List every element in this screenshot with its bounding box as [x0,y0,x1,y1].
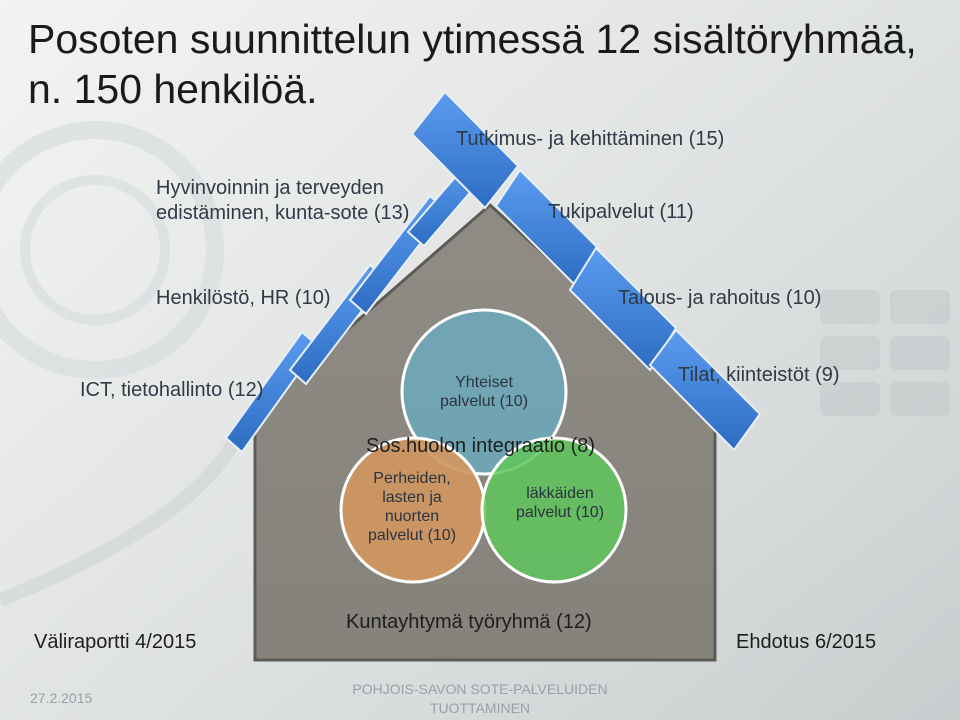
label-hyvinvointi-line-1: Hyvinvoinnin ja terveyden [156,177,384,199]
label-hyvinvointi: Hyvinvoinnin ja terveyden edistäminen, k… [156,176,409,226]
label-laakkaiden: läkkäiden palvelut (10) [500,484,620,522]
label-ehdotus: Ehdotus 6/2015 [736,631,877,653]
label-kuntayhtyma: Kuntayhtymä työryhmä (12) [346,611,592,633]
label-talous: Talous- ja rahoitus (10) [618,287,822,309]
footer-org-line-2: TUOTTAMINEN [429,700,531,716]
label-integraatio: Sos.huolon integraatio (8) [366,435,596,457]
label-laakkaiden-line-2: palvelut (10) [515,504,605,521]
page-title: Posoten suunnittelun ytimessä 12 sisältö… [28,14,928,114]
label-valiraportti: Väliraportti 4/2015 [34,631,197,653]
label-perheiden-line-1: Perheiden, [373,470,451,487]
label-laakkaiden-line-1: läkkäiden [526,485,594,502]
label-yhteiset-line-1: Yhteiset [455,374,513,391]
roof-tile-top [410,90,520,210]
label-ict: ICT, tietohallinto (12) [80,379,264,401]
label-hyvinvointi-line-2: edistäminen, kunta-sote (13) [156,202,410,224]
title-line-2: n. 150 henkilöä. [28,66,318,112]
roof-tile [568,246,678,372]
label-tutkimus: Tutkimus- ja kehittäminen (15) [456,128,725,150]
title-line-1: Posoten suunnittelun ytimessä 12 sisältö… [28,16,917,62]
label-perheiden-line-3: nuorten [384,508,440,525]
circle-laakkaiden [480,436,628,584]
label-perheiden: Perheiden, lasten ja nuorten palvelut (1… [352,469,472,545]
footer-date: 27.2.2015 [30,690,93,706]
roof-tile [648,328,762,452]
label-yhteiset: Yhteiset palvelut (10) [414,373,554,411]
footer-org-line-1: POHJOIS-SAVON SOTE-PALVELUIDEN [352,681,608,697]
label-tukipalvelut: Tukipalvelut (11) [548,201,694,223]
label-yhteiset-line-2: palvelut (10) [439,393,529,410]
label-tilat: Tilat, kiinteistöt (9) [678,364,840,386]
label-perheiden-line-2: lasten ja [382,489,442,506]
label-perheiden-line-4: palvelut (10) [367,527,457,544]
footer-organization: POHJOIS-SAVON SOTE-PALVELUIDEN TUOTTAMIN… [330,680,630,718]
label-henkilosto: Henkilöstö, HR (10) [156,287,331,309]
roof-left [224,158,488,454]
roof-right [494,168,762,452]
roof-tile [494,168,602,288]
circle-yhteiset [400,308,568,476]
